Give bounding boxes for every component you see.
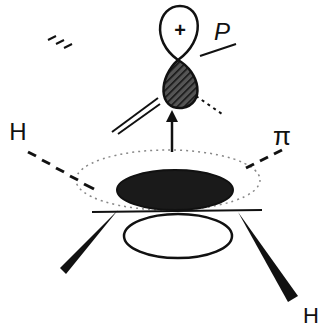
- pi-lobe-upper: [117, 170, 233, 210]
- molecular-plane: [92, 210, 262, 212]
- phase-sign: +: [174, 20, 186, 40]
- p-lobe-upper: [160, 6, 198, 60]
- bond-wedge: [238, 212, 298, 302]
- bond-wedge: [60, 210, 118, 274]
- pi-halo: [76, 150, 260, 210]
- atom-label: P: [214, 20, 230, 44]
- atom-label: H: [9, 120, 26, 144]
- bond-hatched: [28, 150, 282, 189]
- atom-label: H: [303, 305, 319, 327]
- atom-label: π: [273, 123, 291, 149]
- overlap-arrow: [166, 110, 178, 152]
- pi-lobe-lower: [124, 214, 232, 258]
- p-plane: [48, 36, 236, 134]
- p-lobe-lower: [163, 60, 197, 108]
